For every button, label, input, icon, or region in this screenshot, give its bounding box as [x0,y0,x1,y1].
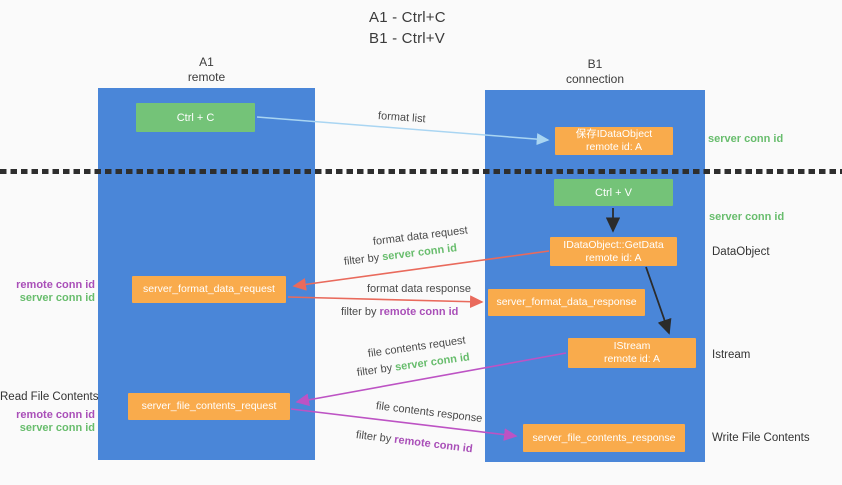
node-server-file-contents-request: server_file_contents_request [128,393,290,420]
left-column-id: A1 [199,55,214,69]
label-format-list: format list [377,110,426,126]
left-stack-format: remote conn id server conn id [0,279,95,305]
right-column-name: connection [565,72,625,86]
node-server-format-data-response-label: server_format_data_response [496,296,637,308]
node-ctrl-c: Ctrl + C [136,103,255,132]
label-server-conn-id-left-2: server conn id [19,422,95,434]
copy-paste-divider-dotted-line [0,169,842,174]
label-istream: Istream [712,349,751,361]
label-server-conn-id-top: server conn id [708,133,784,145]
node-getdata: IDataObject::GetData remote id: A [550,237,677,266]
filter-by-text: filter by [356,362,393,379]
filter-by-text: filter by [343,251,380,268]
format-data-response-arrow [287,295,484,309]
right-column-header: B1 connection [485,57,705,87]
node-server-format-data-request-label: server_format_data_request [143,283,275,295]
label-file-contents-response: file contents response [375,400,483,425]
label-format-data-response: format data response [367,283,471,295]
node-server-file-contents-response-label: server_file_contents_response [532,431,676,444]
node-istream: IStream remote id: A [568,338,696,368]
node-getdata-line1: IDataObject::GetData [563,238,664,251]
node-getdata-line2: remote id: A [585,251,642,264]
node-server-file-contents-response: server_file_contents_response [523,424,685,452]
node-istream-line2: remote id: A [603,353,661,365]
title-line-1: A1 - Ctrl+C [369,9,446,26]
node-save-dataobject-line1: 保存IDataObject [575,128,653,140]
remote-conn-id-text: remote conn id [379,306,459,318]
label-write-file-contents: Write File Contents [712,432,810,444]
filter-by-text: filter by [341,306,377,318]
label-filter-by-server-1: filter by server conn id [343,242,457,268]
right-column-id: B1 [587,57,603,71]
label-dataobject: DataObject [712,246,770,258]
node-ctrl-v: Ctrl + V [554,179,673,206]
diagram-title: A1 - Ctrl+C B1 - Ctrl+V [369,7,446,49]
node-ctrl-c-label: Ctrl + C [176,111,215,124]
node-istream-line1: IStream [613,340,651,352]
label-server-conn-id-left-1: server conn id [19,292,95,304]
filter-by-text: filter by [355,429,392,446]
node-ctrl-v-label: Ctrl + V [595,186,632,199]
node-server-file-contents-request-label: server_file_contents_request [141,400,277,412]
node-save-dataobject-line2: remote id: A [585,141,643,153]
node-server-format-data-response: server_format_data_response [488,289,645,316]
remote-conn-id-text: remote conn id [393,433,474,456]
label-remote-conn-id-left-2: remote conn id [16,409,95,421]
label-filter-by-remote-1: filter by remote conn id [341,306,458,318]
label-filter-by-remote-2: filter by remote conn id [355,429,473,455]
node-save-dataobject: 保存IDataObject remote id: A [555,127,673,155]
node-server-format-data-request: server_format_data_request [132,276,286,303]
label-remote-conn-id-left-1: remote conn id [16,279,95,291]
left-column-name: remote [187,70,226,84]
label-server-conn-id-mid: server conn id [709,211,785,223]
left-stack-file: Read File Contents remote conn id server… [0,391,99,435]
title-line-2: B1 - Ctrl+V [369,30,445,47]
label-read-file-contents: Read File Contents [0,391,99,403]
left-column-header: A1 remote [98,55,315,85]
